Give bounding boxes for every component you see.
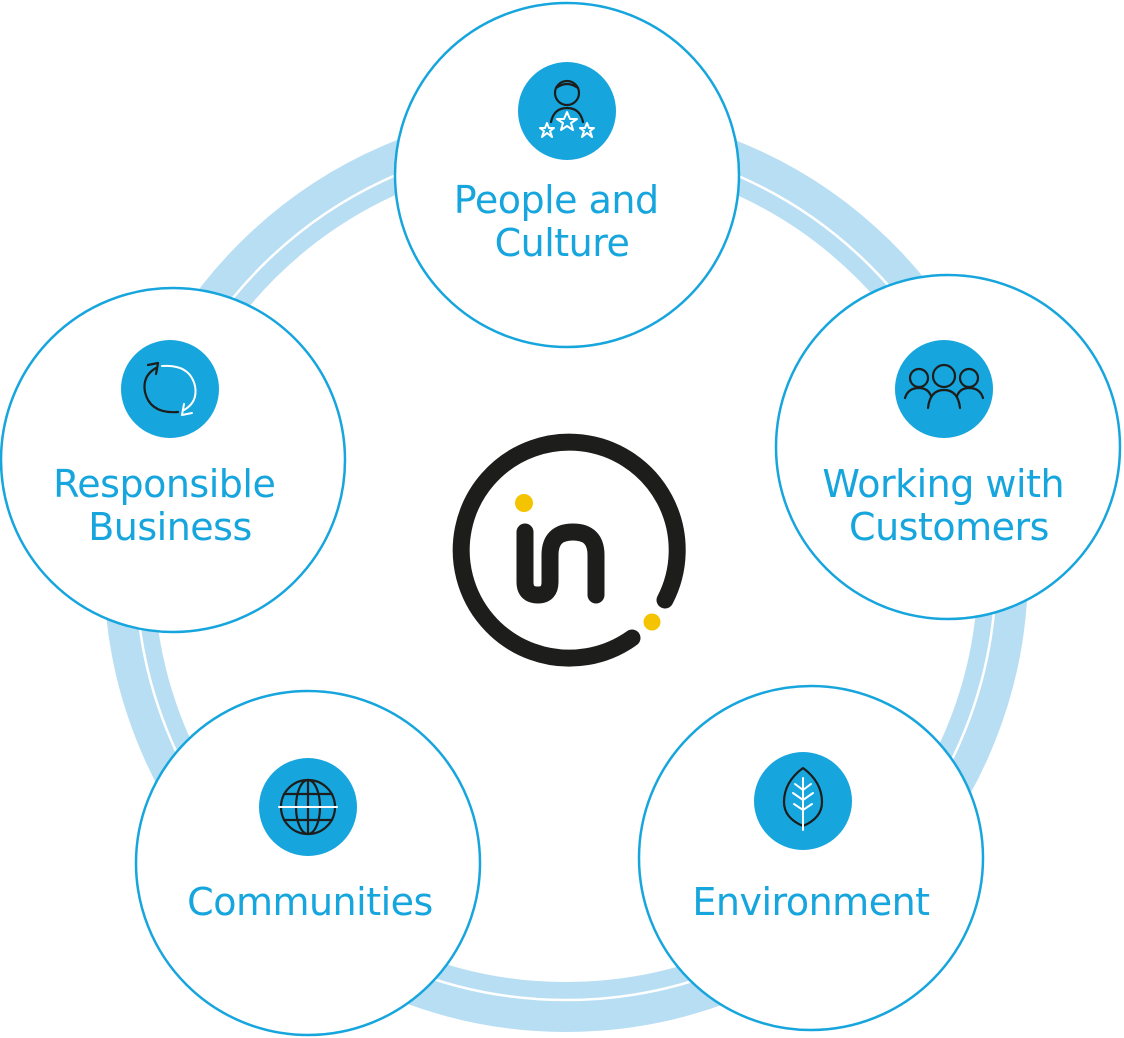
globe-icon xyxy=(259,758,357,856)
center-logo xyxy=(452,433,686,667)
node-responsible-business[interactable]: Responsible Business xyxy=(0,286,347,634)
group-of-people-icon xyxy=(895,340,993,438)
node-environment[interactable]: Environment xyxy=(637,684,985,1032)
recycle-arrows-icon xyxy=(121,340,219,438)
node-label-working-with-customers: Working with Customers xyxy=(822,462,1075,549)
node-label-people-and-culture: People and Culture xyxy=(454,178,670,265)
node-label-environment: Environment xyxy=(692,880,929,924)
person-with-stars-icon xyxy=(518,62,616,160)
node-communities[interactable]: Communities xyxy=(134,689,482,1037)
logo-swoosh xyxy=(452,433,686,667)
logo-letters-in xyxy=(516,523,605,604)
node-circle xyxy=(774,273,1122,621)
node-people-and-culture[interactable]: People and Culture xyxy=(393,1,741,349)
node-working-with-customers[interactable]: Working with Customers xyxy=(774,273,1122,621)
node-circle xyxy=(0,286,347,634)
logo-dot-i xyxy=(515,494,533,512)
node-circle xyxy=(637,684,985,1032)
node-label-responsible-business: Responsible Business xyxy=(53,462,287,549)
node-circle xyxy=(134,689,482,1037)
node-circle xyxy=(393,1,741,349)
leaf-icon xyxy=(754,752,852,850)
logo-dot-swoosh xyxy=(643,613,661,631)
node-label-communities: Communities xyxy=(187,880,433,924)
